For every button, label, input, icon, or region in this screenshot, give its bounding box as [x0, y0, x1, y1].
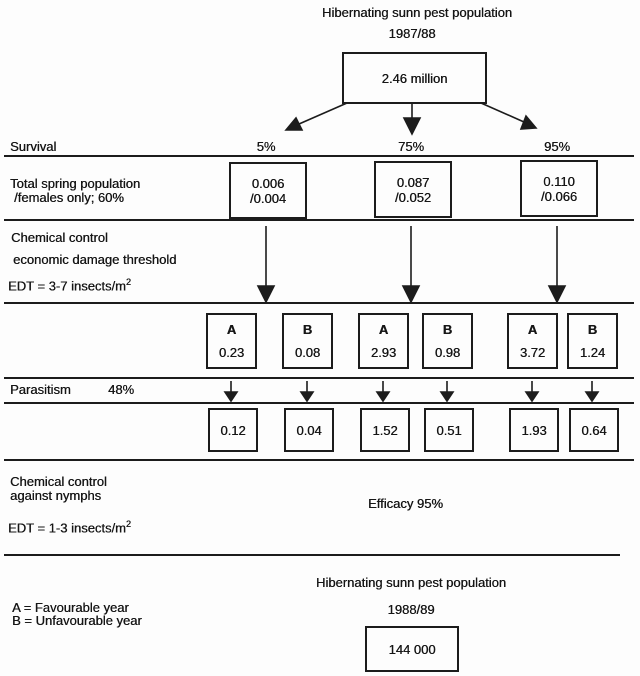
arrow-parasitism-3 — [375, 381, 391, 403]
top-season: 1987/88 — [388, 26, 436, 41]
scenario-box-4: B 0.98 — [422, 313, 473, 369]
nymph-value: 0.04 — [296, 422, 322, 438]
top-population-value: 2.46 million — [381, 70, 448, 86]
year-type-label: B — [302, 322, 313, 337]
arrow-edt-adults-3 — [547, 226, 567, 304]
nymph-value: 1.52 — [372, 422, 398, 438]
scenario-box-3: A 2.93 — [358, 313, 409, 369]
year-type-label: A — [226, 322, 237, 337]
scenario-value: 0.08 — [294, 345, 321, 360]
year-type-label: B — [442, 322, 453, 337]
spring-females: /0.066 — [540, 188, 578, 204]
divider-line-parasitism-top — [4, 377, 634, 379]
arrow-survival-middle — [402, 104, 422, 136]
nymph-value: 0.12 — [220, 422, 246, 438]
spring-total: 0.006 — [251, 175, 285, 191]
bottom-season: 1988/89 — [387, 602, 435, 617]
divider-line-nymphs — [4, 459, 634, 461]
efficacy-label: Efficacy 95% — [368, 496, 443, 511]
scenario-box-6: B 1.24 — [567, 313, 618, 369]
edt-adults-text: EDT = 3-7 insects/m — [8, 278, 126, 294]
spring-population-box-1: 0.006 /0.004 — [229, 162, 307, 219]
arrow-parasitism-1 — [223, 381, 239, 403]
top-title: Hibernating sunn pest population — [321, 5, 513, 20]
scenario-box-5: A 3.72 — [507, 313, 558, 369]
bottom-title: Hibernating sunn pest population — [315, 575, 507, 590]
chemical-control-adults-line1: Chemical control — [11, 230, 108, 245]
chemical-control-nymphs-line1: Chemical control — [10, 474, 107, 489]
edt-nymphs-sup: 2 — [125, 519, 131, 529]
edt-adults-sup: 2 — [125, 277, 131, 287]
arrow-survival-right — [480, 102, 538, 130]
edt-nymphs-text: EDT = 1-3 insects/m — [8, 520, 126, 536]
arrow-parasitism-5 — [524, 381, 540, 403]
chemical-control-adults-line2: economic damage threshold — [13, 252, 177, 267]
arrow-parasitism-4 — [439, 381, 455, 403]
nymph-box-6: 0.64 — [569, 408, 619, 452]
scenario-value: 0.98 — [434, 345, 461, 360]
divider-line-edt-adults — [4, 302, 634, 304]
scenario-box-1: A 0.23 — [206, 313, 257, 369]
top-population-box: 2.46 million — [342, 52, 487, 104]
parasitism-label: Parasitism — [10, 382, 71, 397]
nymph-value: 0.51 — [436, 422, 462, 438]
divider-line-bottom-section — [4, 554, 620, 556]
parasitism-rate: 48% — [108, 382, 135, 397]
scenario-value: 3.72 — [519, 345, 546, 360]
chemical-control-nymphs-line2: against nymphs — [10, 488, 102, 503]
year-type-label: A — [527, 322, 538, 337]
scenario-box-2: B 0.08 — [282, 313, 333, 369]
divider-line-spring — [4, 219, 634, 221]
edt-nymphs-label: EDT = 1-3 insects/m2 — [8, 517, 131, 535]
spring-females: /0.052 — [394, 189, 432, 205]
arrow-edt-adults-2 — [401, 226, 421, 304]
spring-population-label-line1: Total spring population — [10, 176, 141, 191]
bottom-population-value: 144 000 — [388, 641, 436, 657]
arrow-parasitism-2 — [299, 381, 315, 403]
spring-population-box-2: 0.087 /0.052 — [374, 161, 452, 218]
scenario-value: 1.24 — [579, 345, 606, 360]
scenario-value: 0.23 — [218, 345, 245, 360]
divider-line-parasitism-bottom — [4, 402, 634, 404]
divider-line-survival — [4, 155, 634, 157]
legend-unfavourable: B = Unfavourable year — [12, 613, 142, 628]
survival-rate-1: 5% — [256, 139, 276, 154]
year-type-label: B — [587, 322, 598, 337]
nymph-value: 0.64 — [581, 422, 607, 438]
spring-population-label-line2: /females only; 60% — [14, 190, 124, 205]
bottom-population-box: 144 000 — [365, 626, 459, 672]
nymph-box-2: 0.04 — [284, 408, 334, 452]
nymph-box-5: 1.93 — [509, 408, 559, 452]
spring-total: 0.110 — [543, 173, 575, 189]
scenario-value: 2.93 — [370, 345, 397, 360]
arrow-survival-left — [284, 102, 348, 131]
spring-population-box-3: 0.110 /0.066 — [520, 160, 598, 217]
survival-label: Survival — [10, 139, 57, 154]
arrow-edt-adults-1 — [256, 226, 276, 304]
nymph-box-1: 0.12 — [208, 408, 258, 452]
nymph-box-4: 0.51 — [424, 408, 474, 452]
edt-adults-label: EDT = 3-7 insects/m2 — [8, 275, 131, 293]
legend-favourable: A = Favourable year — [12, 600, 129, 615]
nymph-box-3: 1.52 — [360, 408, 410, 452]
arrow-parasitism-6 — [584, 381, 600, 403]
survival-rate-3: 95% — [543, 139, 571, 154]
year-type-label: A — [378, 322, 389, 337]
spring-females: /0.004 — [249, 190, 287, 206]
spring-total: 0.087 — [396, 174, 430, 190]
nymph-value: 1.93 — [521, 422, 547, 438]
survival-rate-2: 75% — [397, 139, 425, 154]
